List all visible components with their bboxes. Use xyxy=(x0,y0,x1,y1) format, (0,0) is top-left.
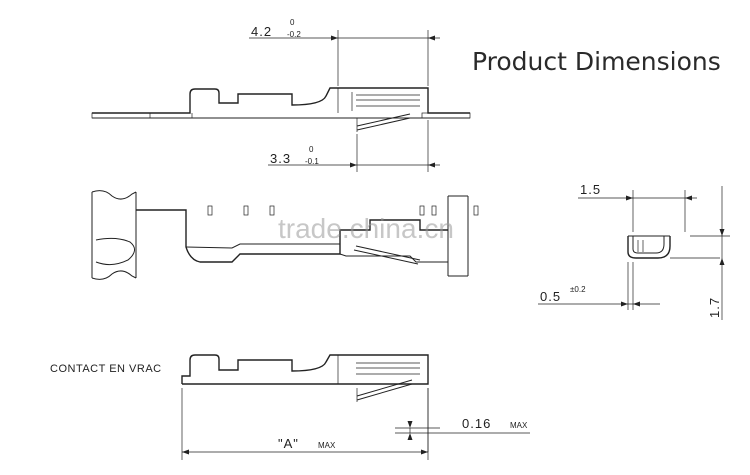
dimension-4-2: 4.2 0 -0.2 xyxy=(249,18,440,86)
dim-0-16-value: 0.16 xyxy=(462,416,491,431)
bottom-side-view xyxy=(181,354,429,402)
dimension-3-3: 3.3 0 -0.1 xyxy=(268,120,440,172)
dim-3-3-value: 3.3 xyxy=(270,151,291,166)
cross-section-view xyxy=(627,235,720,259)
dimension-0-5: 0.5 ±0.2 xyxy=(538,262,660,310)
dim-a-suffix: MAX xyxy=(318,441,336,450)
dim-0-5-tol: ±0.2 xyxy=(570,285,586,294)
bulk-contact-note: CONTACT EN VRAC xyxy=(50,363,162,375)
dim-1-7-value: 1.7 xyxy=(707,297,722,318)
page-title: Product Dimensions xyxy=(472,47,721,76)
middle-plan-view xyxy=(91,190,479,280)
dim-4-2-value: 4.2 xyxy=(251,24,272,39)
dim-0-16-suffix: MAX xyxy=(510,421,528,430)
dimension-1-5: 1.5 xyxy=(578,182,697,232)
dimension-a: "A" MAX xyxy=(181,388,429,460)
dimension-0-16: 0.16 MAX xyxy=(395,388,530,452)
dim-3-3-lower-tol: -0.1 xyxy=(305,157,319,166)
dimension-1-7: 1.7 xyxy=(690,186,730,320)
dim-4-2-upper-tol: 0 xyxy=(290,18,295,27)
dim-3-3-upper-tol: 0 xyxy=(309,145,314,154)
dim-4-2-lower-tol: -0.2 xyxy=(287,30,301,39)
dim-0-5-value: 0.5 xyxy=(540,289,561,304)
dim-a-value: "A" xyxy=(278,436,299,451)
top-side-view xyxy=(91,87,471,132)
dim-1-5-value: 1.5 xyxy=(580,182,601,197)
watermark: trade.china.cn xyxy=(278,213,454,244)
